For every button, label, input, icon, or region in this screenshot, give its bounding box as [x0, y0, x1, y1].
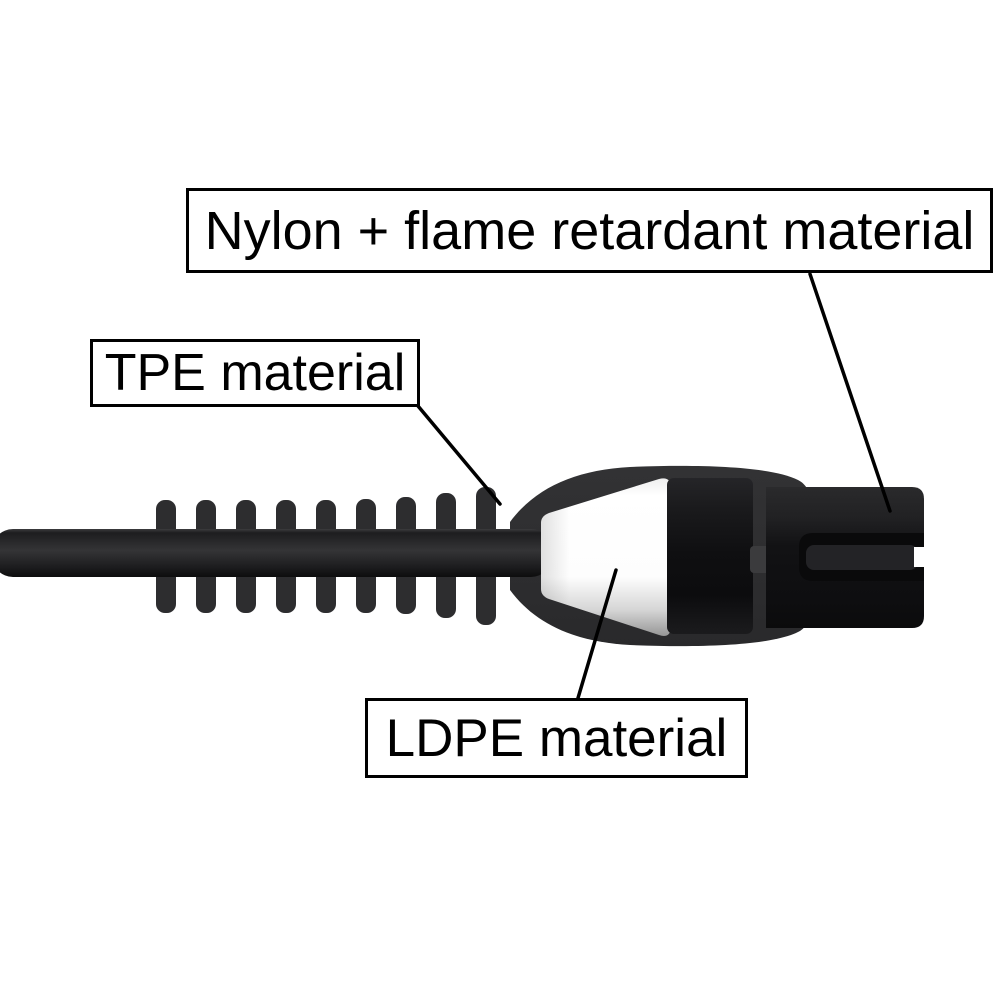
collar-ring [667, 478, 753, 634]
slot-notch [914, 547, 926, 567]
label-nylon-text: Nylon + flame retardant material [204, 200, 975, 261]
latch-tab [750, 546, 770, 573]
label-ldpe-material: LDPE material [365, 698, 748, 778]
label-tpe-material: TPE material [90, 339, 420, 407]
cable [0, 529, 552, 577]
leader-line-ldpe [576, 568, 618, 700]
slot-recess [806, 545, 918, 570]
label-nylon-material: Nylon + flame retardant material [186, 188, 993, 273]
leader-line-nylon [808, 272, 892, 513]
label-tpe-text: TPE material [104, 344, 406, 402]
ldpe-cone-shading [541, 478, 671, 636]
label-ldpe-text: LDPE material [385, 708, 728, 768]
leader-line-tpe [416, 404, 502, 506]
